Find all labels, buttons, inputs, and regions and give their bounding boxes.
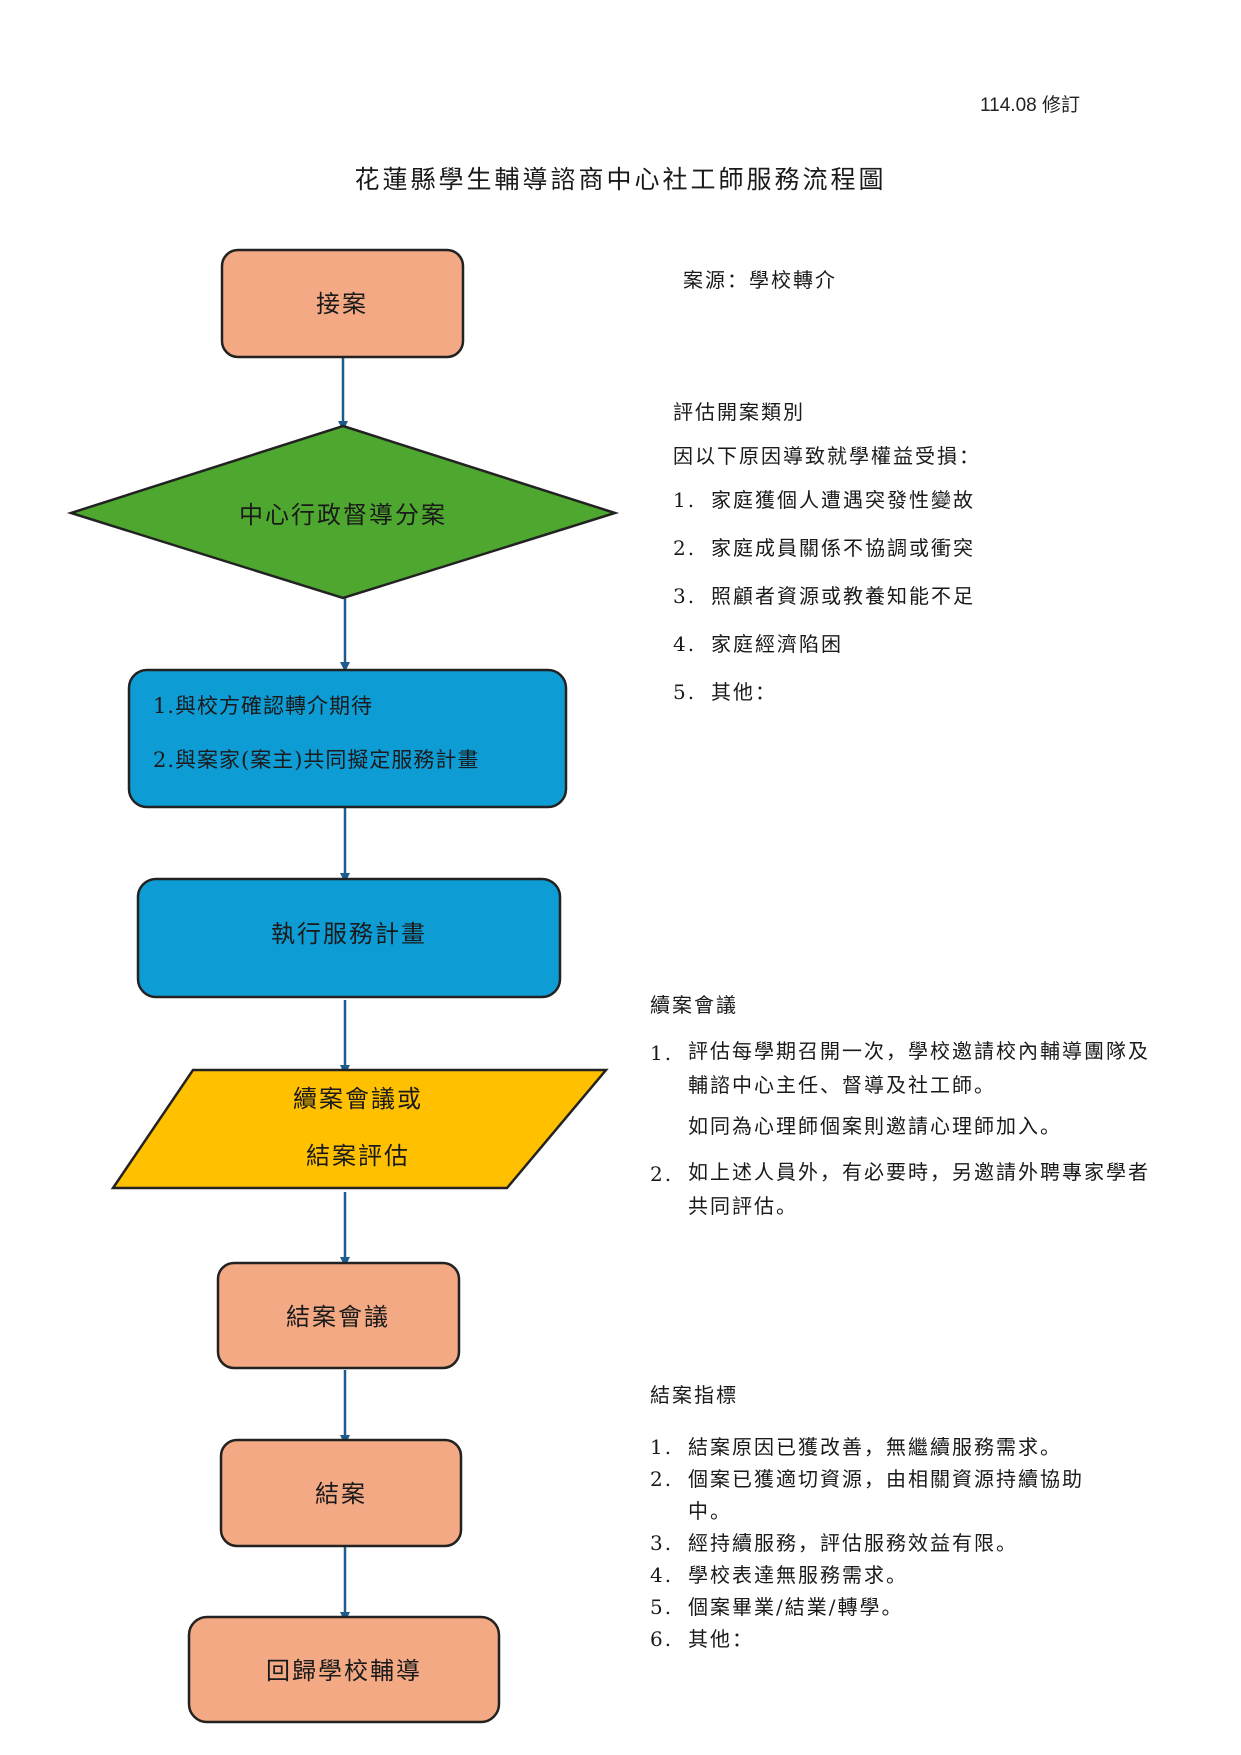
case-source-text: 案源：學校轉介 <box>683 268 837 292</box>
list-item-number: 2. <box>673 536 697 560</box>
list-item-text: 評估每學期召開一次，學校邀請校內輔導團隊及輔諮中心主任、督導及社工師。 <box>688 1039 1150 1097</box>
list-item: 2. 家庭成員關係不協調或衝突 <box>673 536 1053 560</box>
list-item-number: 1. <box>673 488 697 512</box>
list-item: 6. 其他： <box>650 1623 1120 1655</box>
list-item-text: 家庭獲個人遭遇突發性變故 <box>711 488 975 512</box>
list-item-text: 家庭成員關係不協調或衝突 <box>711 536 975 560</box>
plan-node <box>127 668 568 809</box>
list-item-number: 1. <box>650 1435 674 1459</box>
close-node <box>219 1438 463 1548</box>
list-item: 5. 其他： <box>673 680 1053 704</box>
list-item: 5. 個案畢業/結業/轉學。 <box>650 1591 1120 1623</box>
list-item-number: 2. <box>650 1162 674 1186</box>
return-label: 回歸學校輔導 <box>266 1657 422 1685</box>
revision-label: 114.08 修訂 <box>980 95 1080 116</box>
case-category-section: 評估開案類別 因以下原因導致就學權益受損： 1. 家庭獲個人遭遇突發性變故 2. 家… <box>673 400 1053 704</box>
list-item: 4. 家庭經濟陷困 <box>673 632 1053 656</box>
review-line-1: 續案會議或 <box>293 1085 423 1113</box>
list-item-text: 照顧者資源或教養知能不足 <box>711 584 975 608</box>
list-item: 2. 個案已獲適切資源，由相關資源持續協助中。 <box>650 1463 1120 1527</box>
meeting-list: 1. 評估每學期召開一次，學校邀請校內輔導團隊及輔諮中心主任、督導及社工師。 如同… <box>650 1039 1150 1223</box>
list-item-text: 經持續服務，評估服務效益有限。 <box>688 1531 1018 1555</box>
execute-node <box>136 877 562 999</box>
review-node <box>110 1068 609 1190</box>
closing-meeting-label: 結案會議 <box>286 1303 390 1331</box>
list-item: 2. 如上述人員外，有必要時，另邀請外聘專家學者共同評估。 <box>650 1160 1150 1223</box>
list-item-number: 2. <box>650 1467 674 1491</box>
list-item: 1. 家庭獲個人遭遇突發性變故 <box>673 488 1053 512</box>
review-line-2: 結案評估 <box>306 1142 410 1170</box>
list-item-number: 4. <box>650 1563 674 1587</box>
case-category-list: 1. 家庭獲個人遭遇突發性變故 2. 家庭成員關係不協調或衝突 3. 照顧者資源或教養… <box>673 488 1053 704</box>
list-item-text: 個案畢業/結業/轉學。 <box>688 1595 904 1619</box>
plan-line-1: 1.與校方確認轉介期待 <box>153 694 373 718</box>
assign-decision-node <box>66 424 620 600</box>
close-label: 結案 <box>315 1480 367 1508</box>
closing-criteria-list: 1. 結案原因已獲改善，無繼續服務需求。 2. 個案已獲適切資源，由相關資源持續協助… <box>650 1431 1120 1655</box>
list-item-text: 其他： <box>711 680 777 704</box>
list-item: 4. 學校表達無服務需求。 <box>650 1559 1120 1591</box>
list-item-number: 5. <box>650 1595 674 1619</box>
list-item-text: 結案原因已獲改善，無繼續服務需求。 <box>688 1435 1062 1459</box>
return-node <box>187 1615 501 1724</box>
document-title: 花蓮縣學生輔導諮商中心社工師服務流程圖 <box>354 165 887 194</box>
plan-line-2: 2.與案家(案主)共同擬定服務計畫 <box>153 748 479 772</box>
list-item-number: 5. <box>673 680 697 704</box>
list-item-text: 如上述人員外，有必要時，另邀請外聘專家學者共同評估。 <box>688 1160 1150 1218</box>
list-item-number: 3. <box>650 1531 674 1555</box>
intake-node <box>220 248 465 359</box>
case-category-title: 評估開案類別 <box>673 400 805 424</box>
list-item-extra: 如同為心理師個案則邀請心理師加入。 <box>650 1114 1150 1138</box>
list-item: 3. 經持續服務，評估服務效益有限。 <box>650 1527 1120 1559</box>
list-item-text: 學校表達無服務需求。 <box>688 1563 908 1587</box>
list-item: 1. 結案原因已獲改善，無繼續服務需求。 <box>650 1431 1120 1463</box>
closing-meeting-node <box>216 1261 461 1370</box>
case-category-intro: 因以下原因導致就學權益受損： <box>673 444 981 468</box>
closing-criteria-title: 結案指標 <box>650 1383 738 1407</box>
list-item-text: 家庭經濟陷困 <box>711 632 843 656</box>
meeting-section: 續案會議 1. 評估每學期召開一次，學校邀請校內輔導團隊及輔諮中心主任、督導及社工… <box>650 993 1150 1223</box>
list-item: 3. 照顧者資源或教養知能不足 <box>673 584 1053 608</box>
closing-criteria-section: 結案指標 1. 結案原因已獲改善，無繼續服務需求。 2. 個案已獲適切資源，由相關資… <box>650 1383 1120 1655</box>
list-item-number: 1. <box>650 1041 674 1065</box>
case-source-note: 案源：學校轉介 <box>683 268 837 292</box>
list-item-number: 4. <box>673 632 697 656</box>
execute-label: 執行服務計畫 <box>271 920 427 948</box>
list-item-number: 6. <box>650 1627 674 1651</box>
list-item: 1. 評估每學期召開一次，學校邀請校內輔導團隊及輔諮中心主任、督導及社工師。 <box>650 1039 1150 1102</box>
meeting-title: 續案會議 <box>650 993 738 1017</box>
list-item-number: 3. <box>673 584 697 608</box>
list-item-text: 其他： <box>688 1627 754 1651</box>
assign-label: 中心行政督導分案 <box>239 501 447 529</box>
intake-label: 接案 <box>316 290 368 318</box>
meeting-item1-extra-text: 如同為心理師個案則邀請心理師加入。 <box>688 1114 1062 1138</box>
list-item-text: 個案已獲適切資源，由相關資源持續協助中。 <box>688 1467 1084 1523</box>
